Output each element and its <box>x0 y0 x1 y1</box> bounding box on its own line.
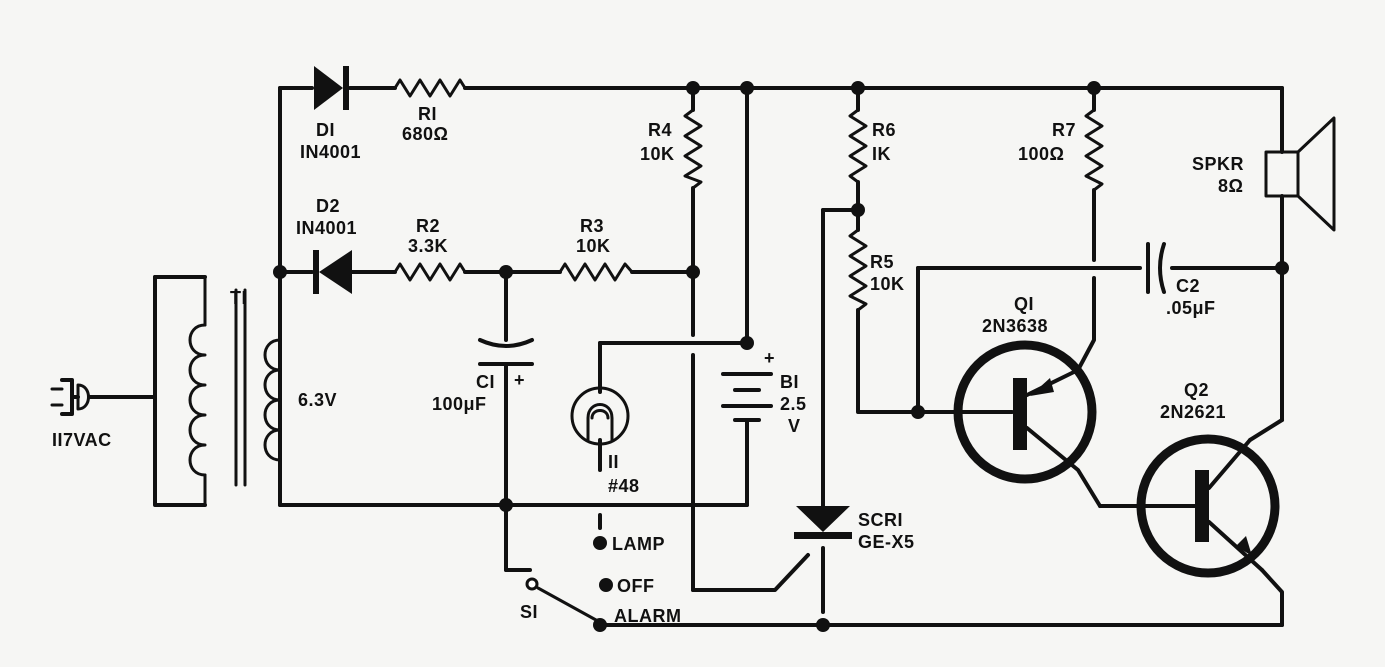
d2-ref-label: D2 <box>316 196 340 216</box>
spkr-value-label: 8Ω <box>1218 176 1243 196</box>
c1-value-label: 100μF <box>432 394 487 414</box>
speaker-icon <box>1264 116 1336 232</box>
resistor-r1 <box>393 78 467 98</box>
d2-part-label: IN4001 <box>296 218 357 238</box>
r2-value-label: 3.3K <box>408 236 448 256</box>
transistor-q1 <box>953 333 1102 508</box>
r7-ref-label: R7 <box>1052 120 1076 140</box>
resistor-r5 <box>848 228 868 312</box>
switch-off-label: OFF <box>617 576 655 596</box>
scr-part-label: GE-X5 <box>858 532 915 552</box>
plug-icon <box>50 378 90 416</box>
switch-alarm-label: ALARM <box>614 606 682 626</box>
t1-ref-label: TI <box>230 288 247 308</box>
scr-scr1 <box>794 506 852 539</box>
r4-ref-label: R4 <box>648 120 672 140</box>
r6-value-label: IK <box>872 144 891 164</box>
resistor-r2 <box>393 262 467 282</box>
switch-lamp-label: LAMP <box>612 534 665 554</box>
r1-value-label: 680Ω <box>402 124 448 144</box>
b1-plus-label: + <box>764 348 775 368</box>
b1-unit-label: V <box>788 416 801 436</box>
spkr-ref-label: SPKR <box>1192 154 1244 174</box>
r3-ref-label: R3 <box>580 216 604 236</box>
transformer-t1 <box>153 275 282 507</box>
battery-b1 <box>721 372 773 422</box>
r4-value-label: 10K <box>640 144 675 164</box>
lamp-i1 <box>570 386 630 446</box>
r5-ref-label: R5 <box>870 252 894 272</box>
scr-ref-label: SCRI <box>858 510 903 530</box>
diode-d2 <box>313 250 352 294</box>
d1-ref-label: DI <box>316 120 335 140</box>
i1-ref-label: II <box>608 452 619 472</box>
plug-voltage-label: II7VAC <box>52 430 112 450</box>
capacitor-c1 <box>478 338 534 366</box>
resistor-r3 <box>558 262 634 282</box>
q1-part-label: 2N3638 <box>982 316 1048 336</box>
labels: DI IN4001 RI 680Ω D2 IN4001 R2 3.3K R3 1… <box>52 104 1244 626</box>
s1-ref-label: SI <box>520 602 538 622</box>
junction-dots <box>273 81 1289 632</box>
r6-ref-label: R6 <box>872 120 896 140</box>
c2-ref-label: C2 <box>1176 276 1200 296</box>
r5-value-label: 10K <box>870 274 905 294</box>
wires <box>88 86 1284 627</box>
capacitor-c2 <box>1146 242 1166 294</box>
i1-value-label: #48 <box>608 476 640 496</box>
switch-s1 <box>525 536 613 632</box>
r7-value-label: 100Ω <box>1018 144 1064 164</box>
r1-ref-label: RI <box>418 104 437 124</box>
c1-plus-label: + <box>514 370 525 390</box>
d1-part-label: IN4001 <box>300 142 361 162</box>
transistor-q2 <box>1136 434 1280 578</box>
q1-ref-label: QI <box>1014 294 1034 314</box>
b1-value-label: 2.5 <box>780 394 807 414</box>
r3-value-label: 10K <box>576 236 611 256</box>
t1-value-label: 6.3V <box>298 390 337 410</box>
resistor-r7 <box>1084 108 1104 192</box>
diode-d1 <box>314 66 349 110</box>
b1-ref-label: BI <box>780 372 799 392</box>
resistor-r4 <box>683 108 703 190</box>
q2-ref-label: Q2 <box>1184 380 1209 400</box>
c1-ref-label: CI <box>476 372 495 392</box>
r2-ref-label: R2 <box>416 216 440 236</box>
c2-value-label: .05μF <box>1166 298 1216 318</box>
q2-part-label: 2N2621 <box>1160 402 1226 422</box>
resistor-r6 <box>848 108 868 184</box>
